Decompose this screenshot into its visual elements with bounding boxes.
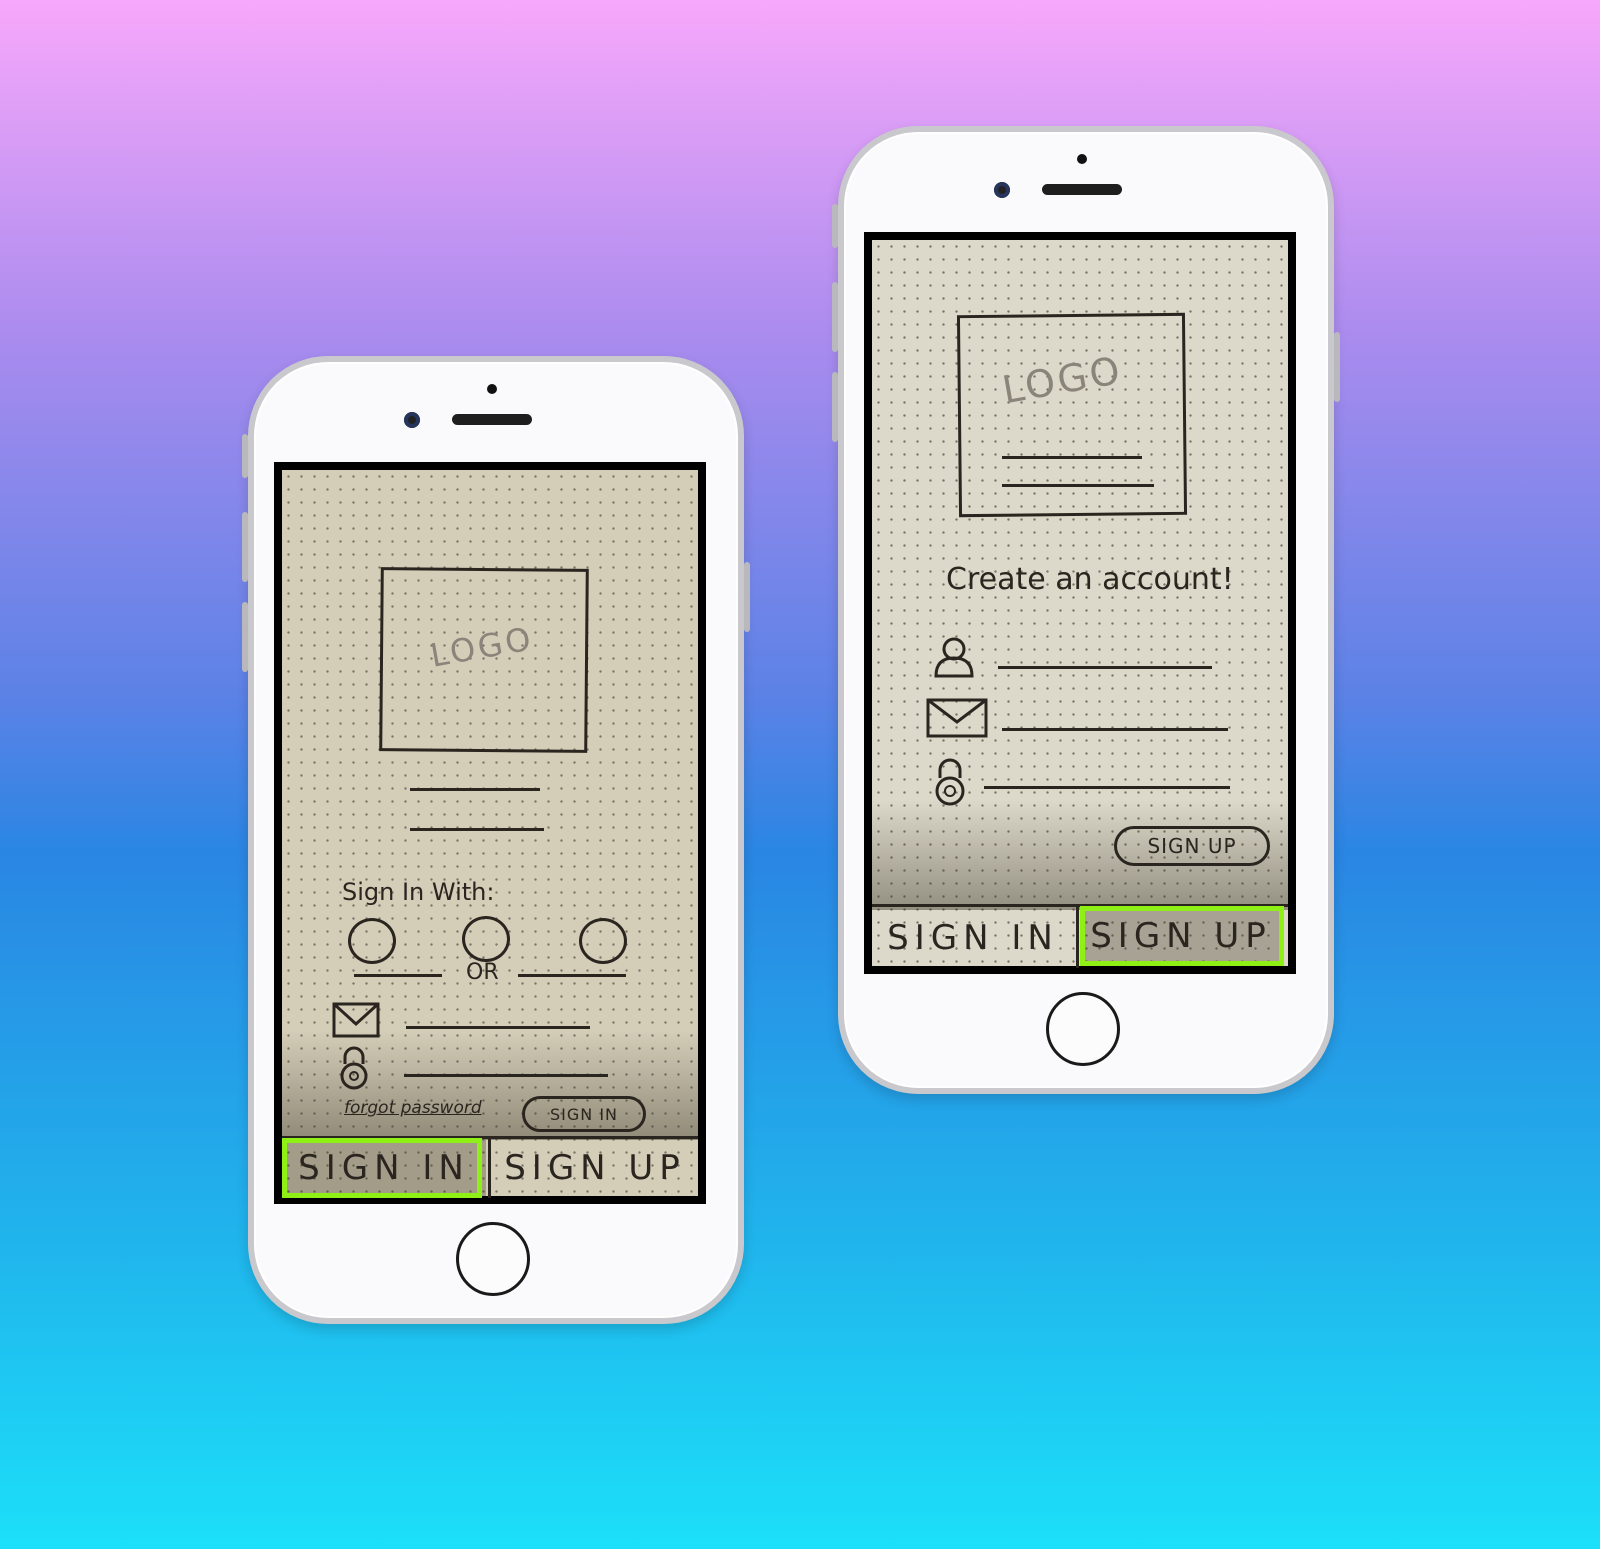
volume-button [242, 512, 248, 582]
user-icon [932, 636, 976, 678]
volume-button [832, 372, 838, 442]
username-field[interactable] [998, 666, 1212, 669]
create-account-heading: Create an account! [946, 562, 1234, 597]
power-button [1334, 332, 1340, 402]
tab-bar-divider [282, 1136, 698, 1139]
phone-signin: LOGO Sign In With: OR forgot pa [242, 356, 750, 1324]
front-camera [994, 182, 1010, 198]
camera-dot [1077, 154, 1087, 164]
volume-button [832, 282, 838, 352]
volume-button [832, 204, 838, 248]
tab-sign-up[interactable]: SIGN UP [504, 1148, 686, 1188]
speaker-grille [452, 414, 532, 425]
email-field[interactable] [406, 1026, 590, 1029]
signin-submit-button[interactable]: SIGN IN [522, 1096, 646, 1132]
sketch-paper: LOGO Create an account! SIGN UP [872, 240, 1288, 968]
paper-shadow [872, 800, 1288, 910]
camera-dot [487, 384, 497, 394]
tab-sign-in[interactable]: SIGN IN [887, 918, 1059, 958]
sketch-paper: LOGO Sign In With: OR forgot pa [282, 470, 698, 1198]
mail-icon [926, 698, 988, 738]
social-login-circle[interactable] [348, 918, 396, 964]
volume-button [242, 602, 248, 672]
subtitle-line [410, 828, 544, 831]
signup-submit-button[interactable]: SIGN UP [1114, 826, 1270, 866]
lock-icon [336, 1046, 372, 1090]
speaker-grille [1042, 184, 1122, 195]
phone-screen: LOGO Create an account! SIGN UP [864, 232, 1296, 974]
title-line [410, 788, 540, 791]
tab-separator [488, 1138, 491, 1198]
tab-sign-in[interactable]: SIGN IN [282, 1140, 486, 1196]
tab-sign-up[interactable]: SIGN UP [1082, 908, 1280, 964]
home-button[interactable] [1046, 992, 1120, 1066]
password-field[interactable] [984, 786, 1230, 789]
mail-icon [332, 1002, 380, 1038]
forgot-password-link[interactable]: forgot password [344, 1098, 482, 1118]
divider-line [518, 974, 626, 977]
front-camera [404, 412, 420, 428]
tab-bar-divider [872, 904, 1288, 907]
active-tab-highlight [1080, 906, 1284, 966]
active-tab-highlight [282, 1138, 482, 1198]
sign-in-with-label: Sign In With: [342, 878, 495, 906]
lock-icon [930, 758, 970, 806]
phone-screen: LOGO Sign In With: OR forgot pa [274, 462, 706, 1204]
password-field[interactable] [404, 1074, 608, 1077]
title-line [1002, 456, 1142, 459]
phone-signup: LOGO Create an account! SIGN UP [832, 126, 1340, 1094]
or-divider-text: OR [466, 960, 499, 985]
email-field[interactable] [1002, 728, 1228, 731]
volume-button [242, 434, 248, 478]
power-button [744, 562, 750, 632]
subtitle-line [1002, 484, 1154, 487]
social-login-circle[interactable] [462, 916, 510, 962]
tab-separator [1076, 906, 1079, 968]
social-login-circle[interactable] [579, 918, 627, 964]
divider-line [354, 974, 442, 977]
home-button[interactable] [456, 1222, 530, 1296]
